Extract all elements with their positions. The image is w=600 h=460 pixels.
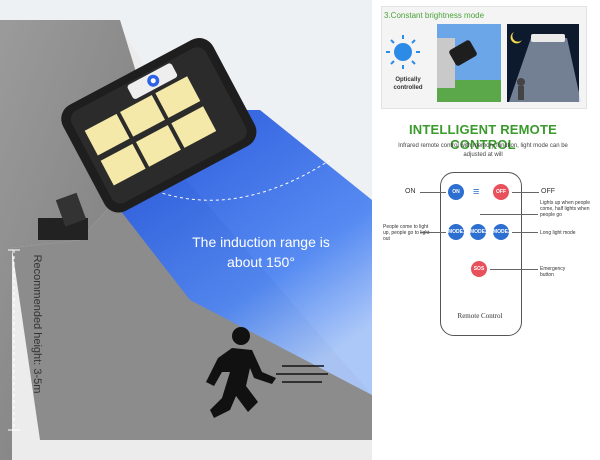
mode3-note: Long light mode <box>540 230 576 236</box>
mode1-note: People come to light up, people go to li… <box>383 224 430 242</box>
off-button[interactable]: OFF <box>493 184 509 200</box>
induction-range-text: The induction range is about 150° <box>192 234 330 270</box>
mount-bracket <box>38 218 88 240</box>
induction-beam <box>120 110 372 395</box>
recommended-height-text: Recommended height: 3-5m <box>31 254 43 394</box>
night-scene-icon <box>507 24 581 102</box>
mode1-button[interactable]: MODE1 <box>448 224 466 240</box>
sos-leader-line <box>490 269 538 270</box>
mode1-leader-line <box>420 232 446 233</box>
remote-description: Infrared remote control with memory func… <box>398 143 568 158</box>
remote-section-title: INTELLIGENT REMOTE CONTROL <box>408 122 558 152</box>
off-label: OFF <box>541 188 555 195</box>
mode3-leader-line <box>512 232 538 233</box>
off-leader-line <box>512 192 539 193</box>
mode2-leader-line <box>480 214 538 215</box>
running-person-icon <box>206 327 276 418</box>
mode-images <box>386 24 581 102</box>
motion-lines-icon <box>276 365 328 383</box>
sun-icon <box>386 35 420 69</box>
day-scene-icon <box>437 24 501 102</box>
remote-control-label: Remote Control <box>457 312 503 320</box>
mode2-note: Lights up when people come, half lights … <box>540 200 591 218</box>
mode2-button[interactable]: MODE2 <box>470 224 488 240</box>
lamp-icon <box>61 38 257 213</box>
sos-button[interactable]: SOS <box>471 261 487 277</box>
on-label: ON <box>405 188 416 195</box>
lamp-illustration <box>0 20 372 460</box>
mode3-button[interactable]: MODE3 <box>493 224 511 240</box>
on-button[interactable]: ON <box>448 184 464 200</box>
on-leader-line <box>420 192 446 193</box>
sos-note: Emergency button <box>540 266 566 278</box>
brightness-mode-title: 3.Constant brightness mode <box>384 11 485 20</box>
left-panel: The induction range is about 150° Recomm… <box>0 0 372 460</box>
signal-icon: ≡ <box>473 186 480 198</box>
optically-controlled-label: Optically controlled <box>393 77 423 91</box>
